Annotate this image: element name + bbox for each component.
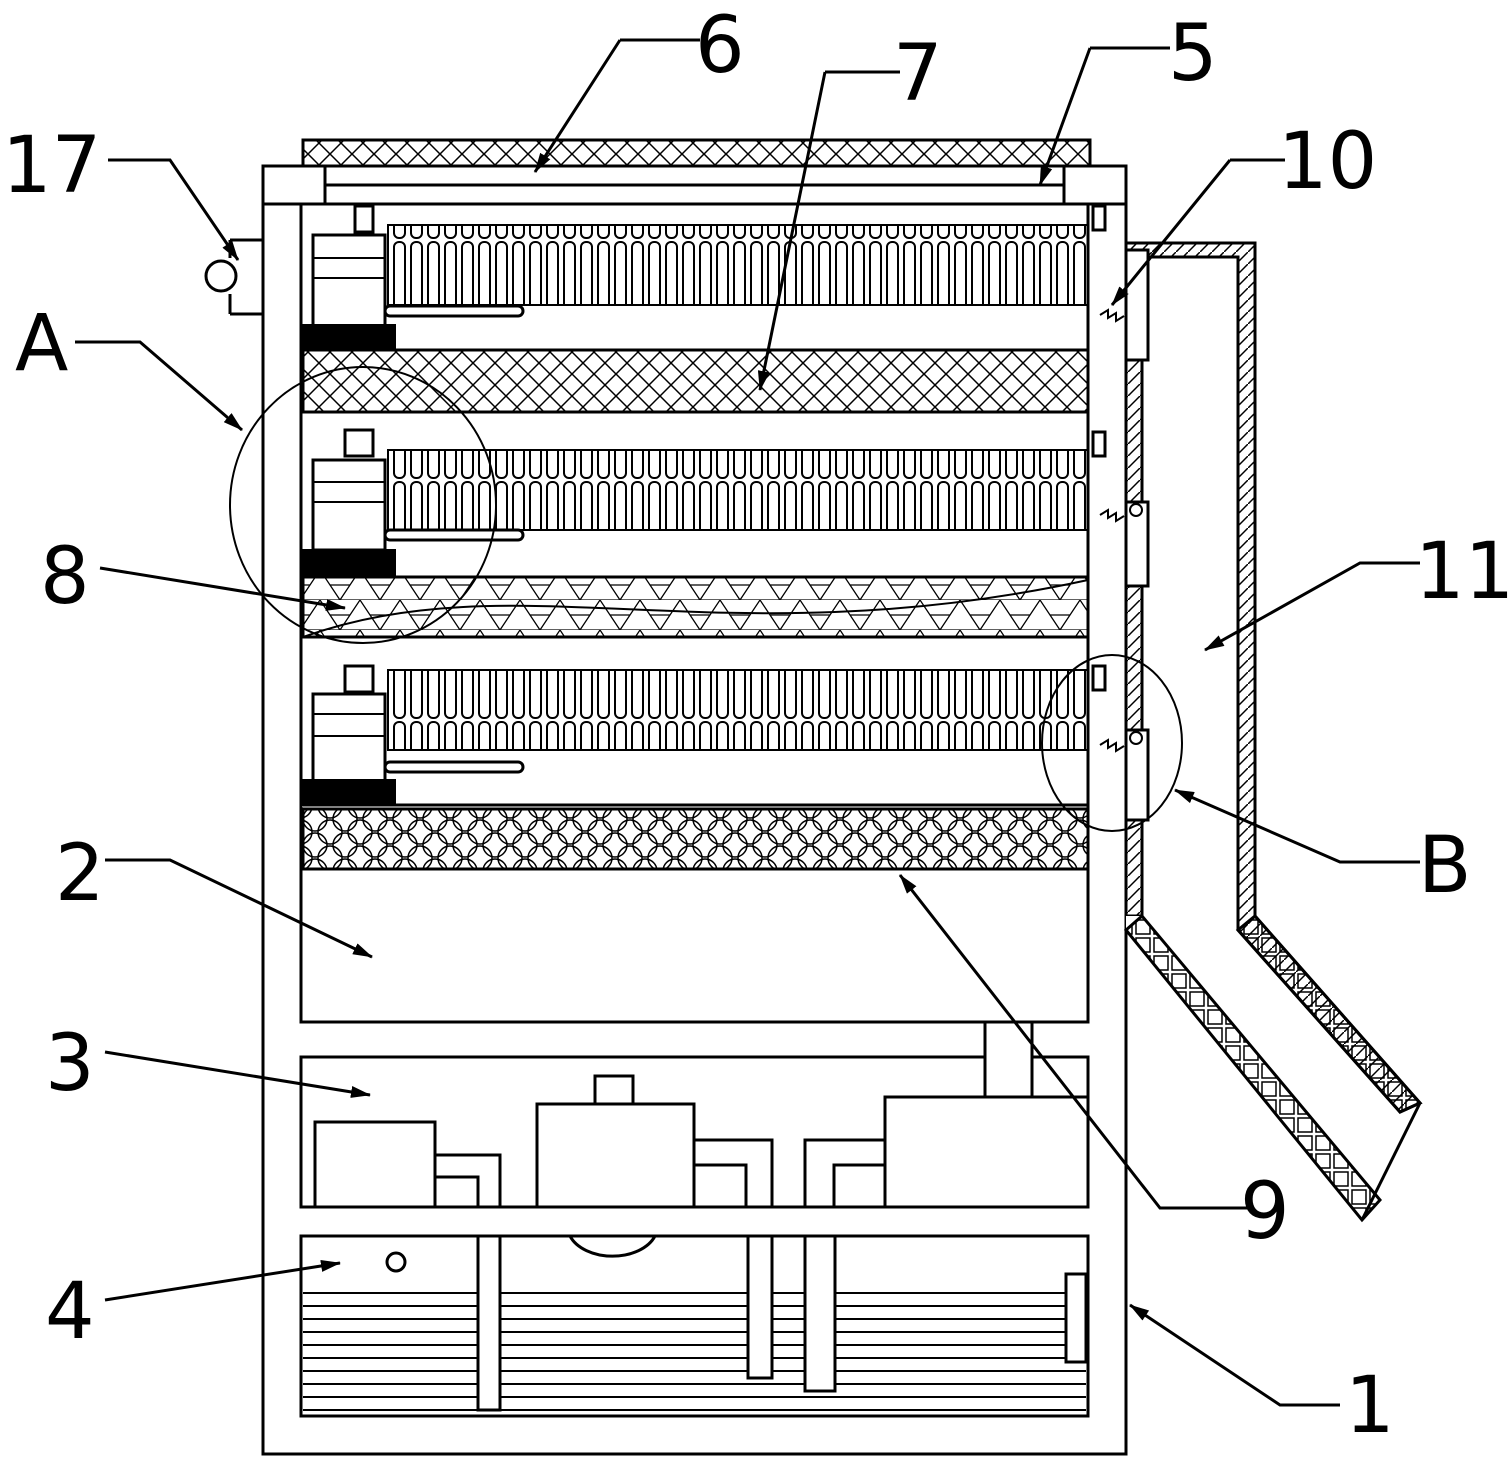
leader-lines [75, 38, 1420, 1407]
label-b: B [1418, 821, 1472, 911]
label-17: 17 [2, 121, 101, 211]
heater-row-3 [302, 664, 1107, 807]
heater-row-1 [302, 204, 1107, 351]
label-11: 11 [1415, 527, 1510, 617]
compartment-4 [299, 1234, 1090, 1418]
label-8: 8 [40, 532, 90, 622]
filter-layer-8 [301, 575, 1090, 639]
filter-layer-7 [301, 348, 1090, 414]
label-4: 4 [45, 1267, 95, 1357]
top-cover [301, 138, 1092, 168]
label-1: 1 [1345, 1361, 1395, 1451]
label-7: 7 [893, 29, 943, 119]
filter-layer-9 [301, 807, 1090, 871]
label-10: 10 [1278, 117, 1377, 207]
label-6: 6 [695, 1, 745, 91]
label-3: 3 [45, 1019, 95, 1109]
side-valve [204, 238, 263, 316]
label-5: 5 [1168, 9, 1218, 99]
compartment-2 [299, 867, 1090, 1024]
compartment-3 [299, 1020, 1090, 1209]
detail-circle-b [1041, 654, 1183, 832]
label-2: 2 [55, 829, 105, 919]
heater-row-2 [302, 428, 1107, 576]
label-a: A [15, 299, 68, 389]
label-9: 9 [1240, 1167, 1290, 1257]
side-duct [1099, 241, 1423, 1223]
detail-circle-a [229, 366, 497, 644]
